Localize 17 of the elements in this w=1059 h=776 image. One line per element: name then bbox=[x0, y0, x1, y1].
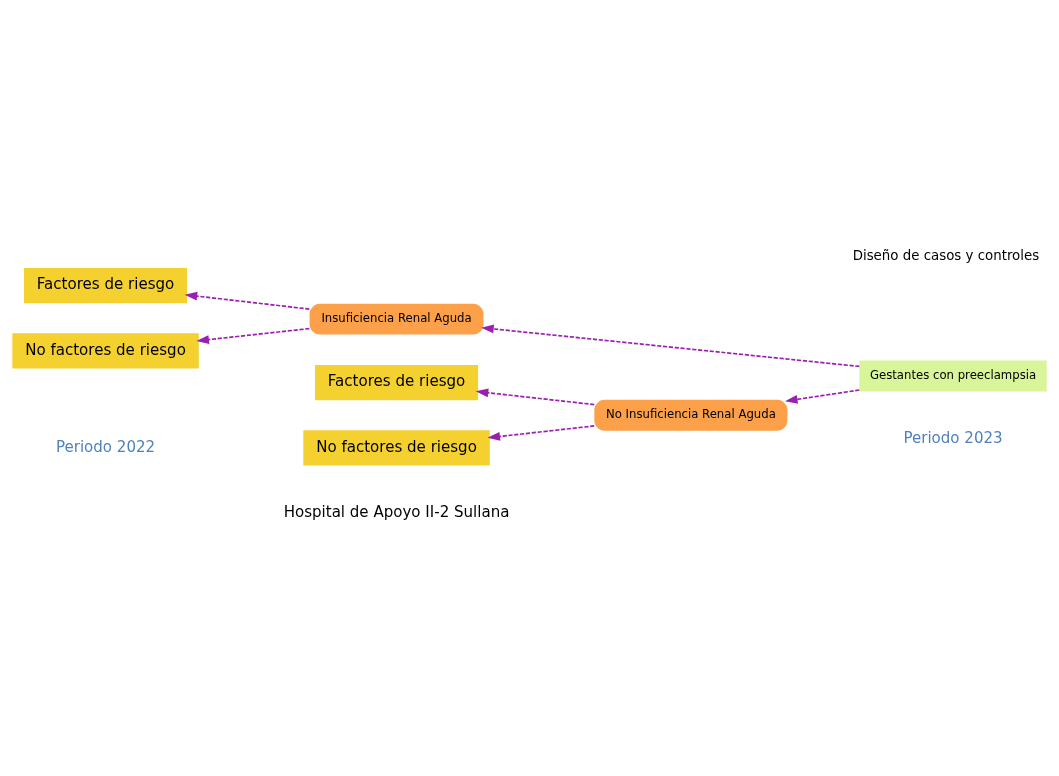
arrow bbox=[481, 324, 861, 367]
node-box: No factores de riesgo bbox=[303, 429, 490, 465]
node-box: No factores de riesgo bbox=[12, 332, 199, 368]
arrow bbox=[785, 388, 861, 404]
node-box: No Insuficiencia Renal Aguda bbox=[594, 399, 788, 431]
arrow bbox=[475, 387, 596, 405]
arrow bbox=[196, 327, 311, 344]
arrow bbox=[184, 291, 311, 310]
node-box: Factores de riesgo bbox=[315, 364, 479, 400]
node-box: Factores de riesgo bbox=[24, 267, 188, 303]
label: Periodo 2023 bbox=[903, 428, 1003, 447]
node-box: Insuficiencia Renal Aguda bbox=[309, 303, 484, 335]
node-box: Gestantes con preeclampsia bbox=[859, 360, 1047, 391]
arrow bbox=[487, 424, 596, 441]
label: Periodo 2022 bbox=[55, 437, 156, 456]
diagram-title: Diseño de casos y controles bbox=[852, 247, 1040, 263]
caption: Hospital de Apoyo II-2 Sullana bbox=[283, 502, 510, 521]
